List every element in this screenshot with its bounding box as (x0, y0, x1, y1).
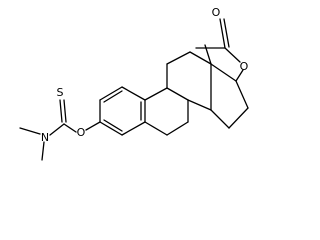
ester-oxygen-label: O (240, 60, 249, 73)
ring-d (210, 63, 249, 129)
ring-b (144, 87, 189, 136)
aryl-oxygen-label: O (77, 126, 86, 139)
thiocarbonyl-sulfur-label: S (57, 86, 64, 99)
bond-c-thio-n (49, 123, 65, 136)
bond-c17-o-ester (235, 69, 244, 82)
acetate-group (195, 18, 244, 82)
bond-c13-methyl (204, 44, 212, 65)
bond-o-aryl-c-thio (63, 123, 77, 133)
atom-labels: O O O S N (41, 6, 249, 144)
bond-c-acyl-o-carbonyl-a (219, 18, 226, 49)
bond-n-methyl-bottom (41, 141, 45, 161)
molecule-structure: O O O S N (19, 6, 249, 161)
ring-c (166, 44, 212, 111)
thiocarbamate-group (19, 99, 101, 161)
bond-o-ester-c-acyl (224, 47, 241, 63)
bond-c3-o-aryl (85, 121, 101, 131)
bond-n-methyl-top (19, 127, 41, 135)
carbonyl-oxygen-label: O (212, 6, 221, 19)
bond-c-acyl-o-carbonyl-b (223, 18, 230, 48)
ring-a-aromatic (99, 86, 146, 136)
bond-c-thio-s-b (63, 99, 67, 123)
bond-c-thio-s-a (59, 99, 63, 123)
nitrogen-label: N (41, 131, 49, 144)
